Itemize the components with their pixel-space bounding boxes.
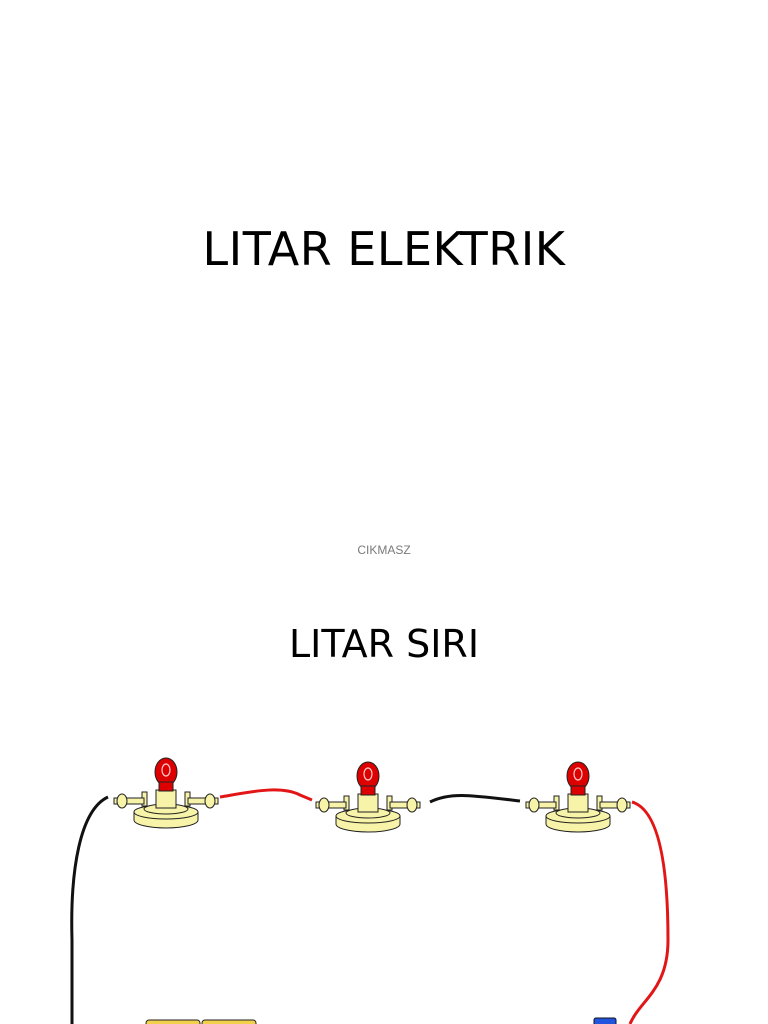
battery-1 (145, 1019, 201, 1024)
watermark-text: CIKMASZ (357, 543, 411, 557)
bulb-holder-3 (525, 761, 631, 833)
wire-red-right (628, 800, 670, 1024)
series-circuit-diagram (70, 757, 670, 1024)
battery-2 (201, 1019, 257, 1024)
wire-red-1 (219, 788, 313, 802)
switch (593, 1017, 617, 1024)
section-title: LITAR SIRI (288, 622, 480, 666)
slide-title: LITAR ELEKTRIK (202, 222, 566, 276)
wire-black-2 (429, 794, 521, 804)
bulb-holder-1 (113, 757, 219, 829)
bulb-holder-2 (315, 761, 421, 833)
wire-black-left (70, 795, 109, 1024)
